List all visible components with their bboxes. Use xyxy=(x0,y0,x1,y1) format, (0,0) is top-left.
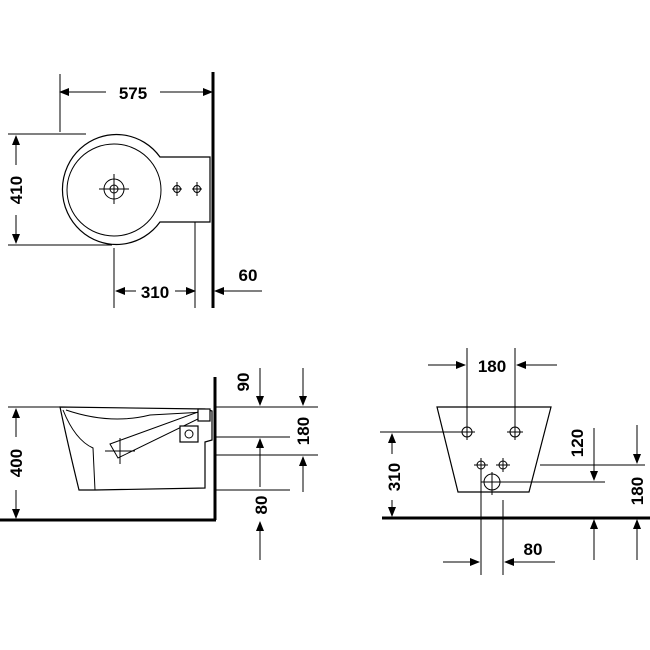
rear-view-bidet-outline xyxy=(436,406,552,493)
side-view-bidet-outline xyxy=(59,406,213,491)
dim-410-label: 410 xyxy=(7,176,26,204)
dim-310-label: 310 xyxy=(141,283,169,302)
dim-120-label: 120 xyxy=(568,429,587,457)
top-view-bidet-outline xyxy=(61,133,211,246)
rear-view: 180 310 120 180 80 xyxy=(380,348,650,575)
dim-310-height-label: 310 xyxy=(385,463,404,491)
dim-180-label: 180 xyxy=(294,417,313,445)
dim-80-side-label: 80 xyxy=(252,496,271,515)
dim-80-rear-label: 80 xyxy=(524,540,543,559)
dim-180-width-label: 180 xyxy=(478,357,506,376)
dim-400-label: 400 xyxy=(7,449,26,477)
dim-575-label: 575 xyxy=(119,84,147,103)
top-view-bowl-rim xyxy=(66,143,162,237)
fixing-bracket xyxy=(179,425,199,443)
dim-90-label: 90 xyxy=(234,373,253,392)
dim-180-vertical-label: 180 xyxy=(628,477,647,505)
dim-60-label: 60 xyxy=(239,266,258,285)
side-view: 400 90 180 80 xyxy=(0,368,318,560)
top-view: 575 410 310 60 xyxy=(7,72,262,308)
